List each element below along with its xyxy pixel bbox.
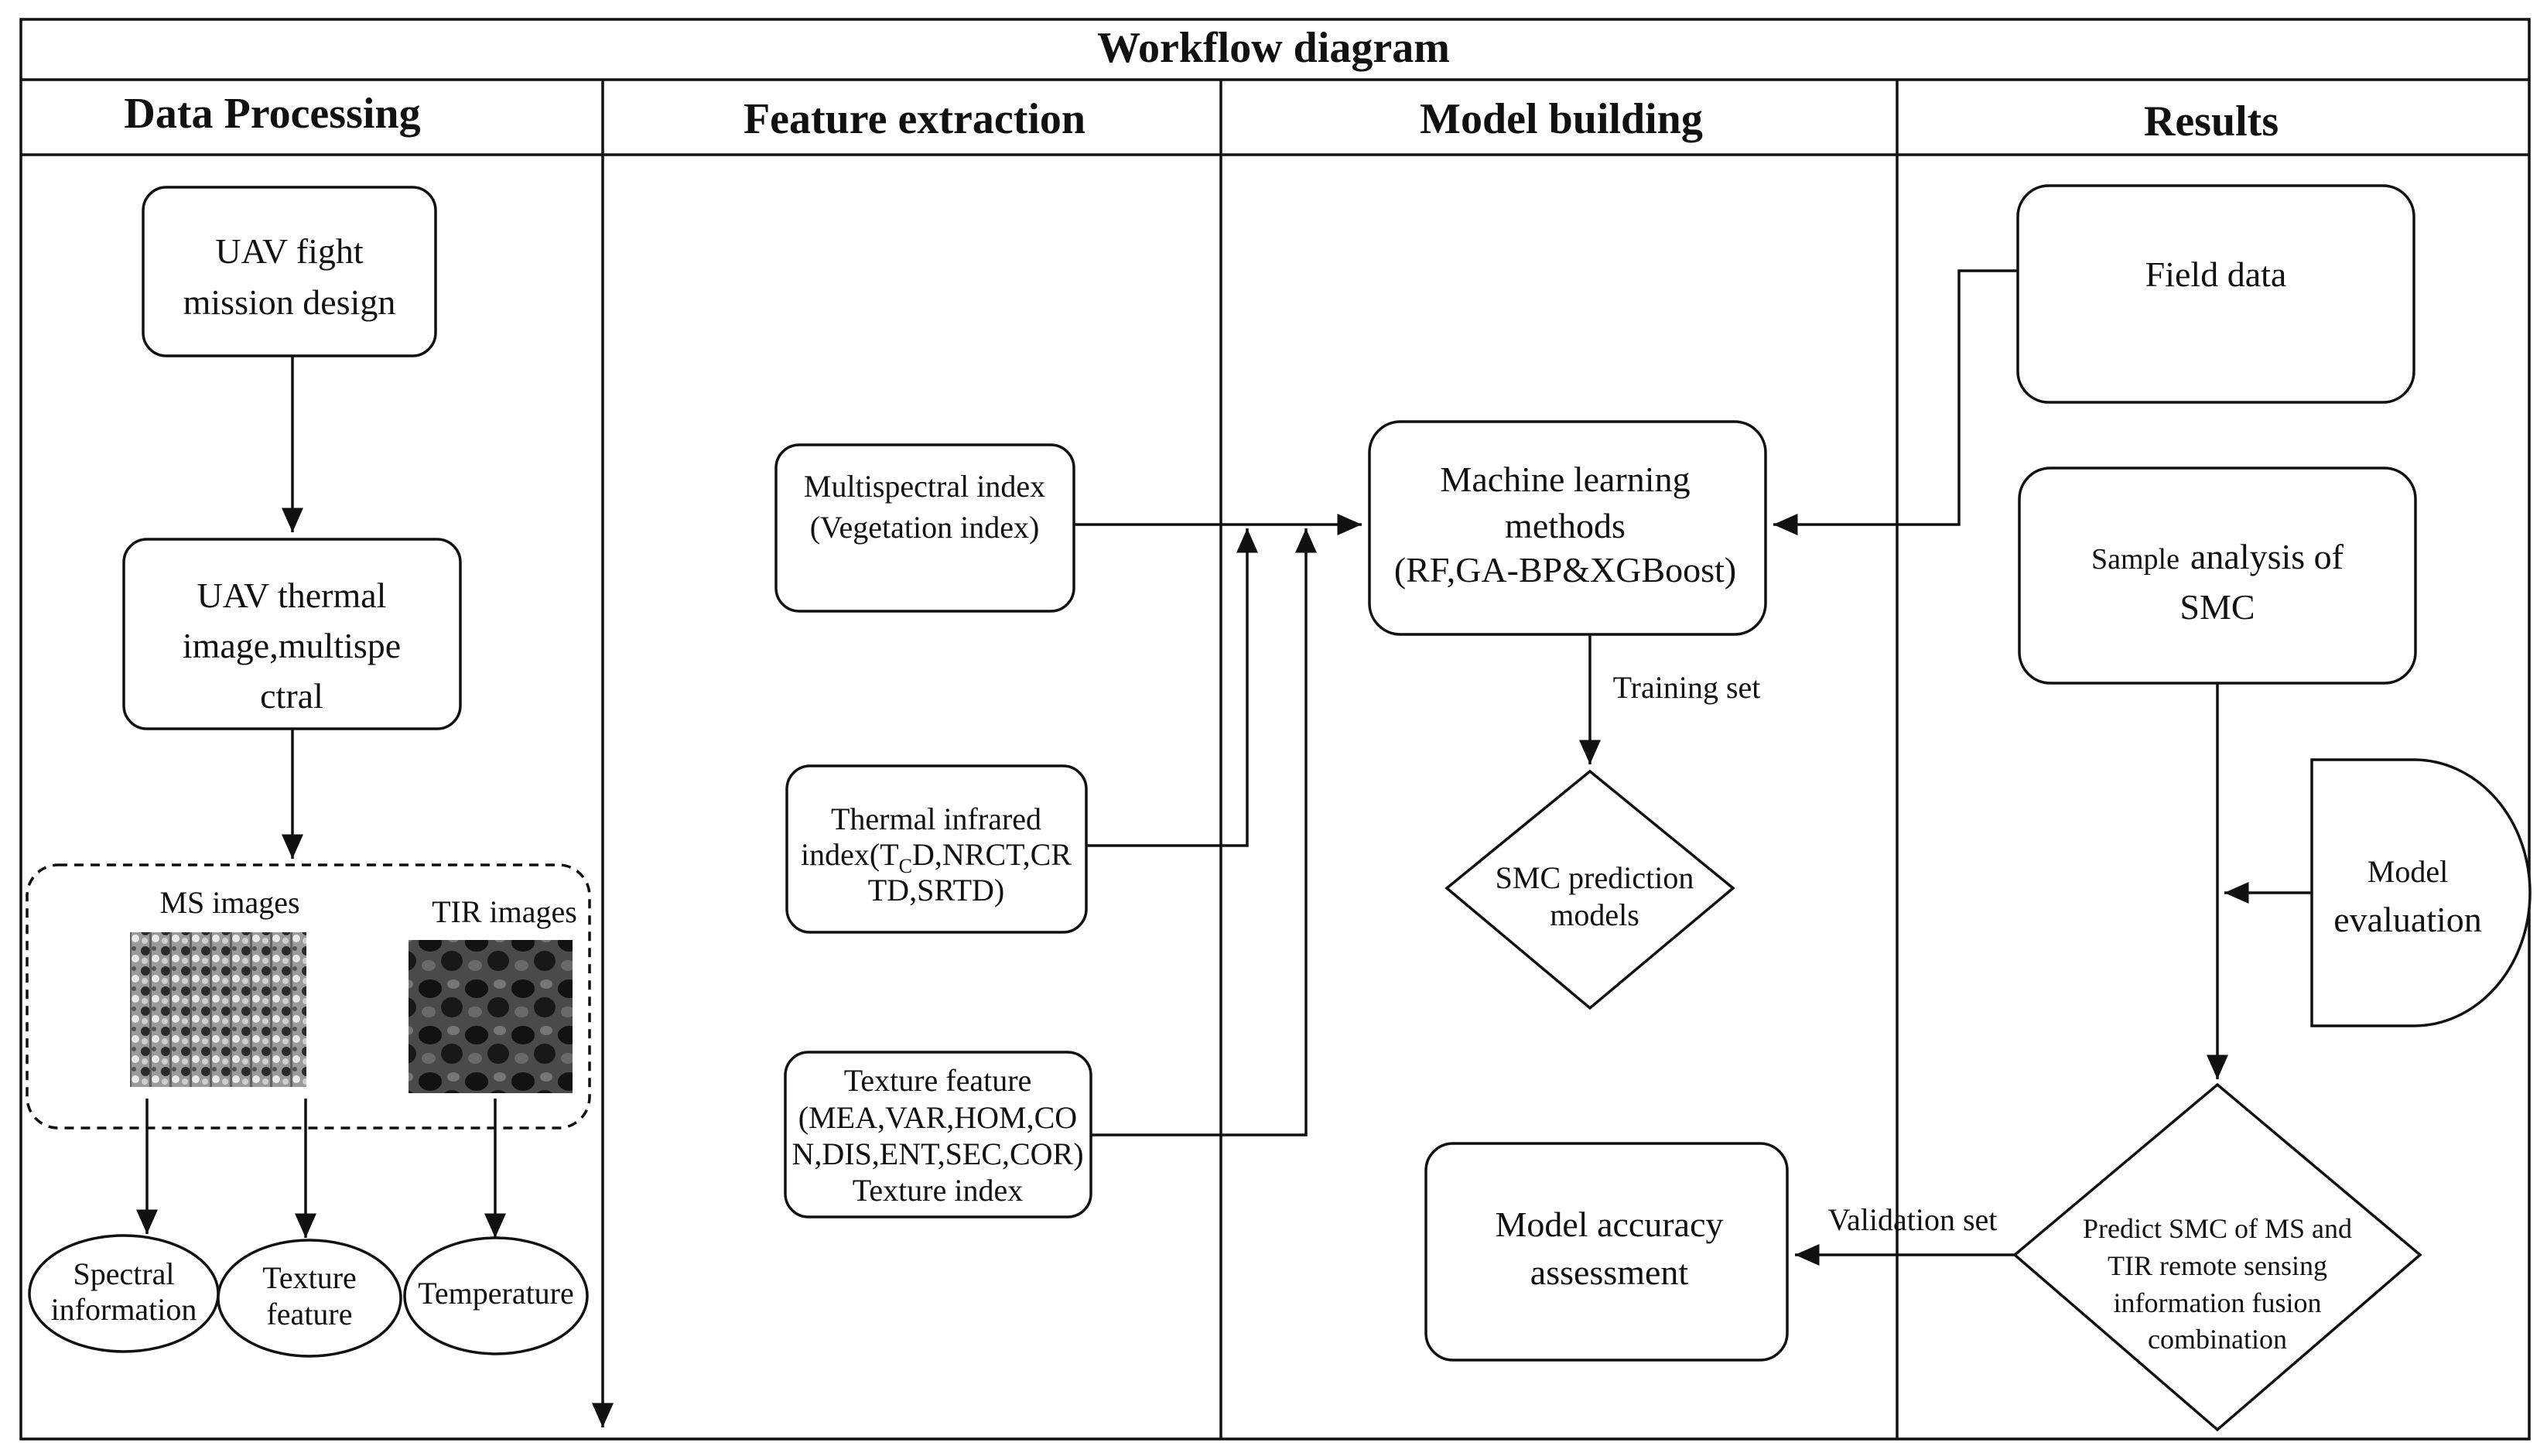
ml-methods-line1: Machine learning: [1440, 460, 1690, 499]
texture-index-line4: Texture index: [853, 1173, 1023, 1208]
predict-smc-line2: TIR remote sensing: [2108, 1250, 2327, 1281]
header-model-building: Model building: [1420, 95, 1703, 143]
predict-smc-line1: Predict SMC of MS and: [2083, 1213, 2352, 1244]
mission-design-line1: UAV fight: [215, 231, 363, 271]
field-data-label: Field data: [2145, 255, 2287, 294]
ml-methods-line3: (RF,GA-BP&XGBoost): [1394, 550, 1736, 590]
thermal-index-box: [785, 764, 1088, 934]
arrow-texture-to-ml: [1091, 528, 1317, 1136]
model-evaluation-shape: [2310, 758, 2532, 1027]
prediction-models-diamond: [1444, 769, 1735, 1010]
texture-feature-line2: feature: [266, 1297, 352, 1331]
mission-design-line2: mission design: [183, 282, 396, 322]
prediction-models-line1: SMC prediction: [1496, 860, 1694, 895]
predict-smc-line4: combination: [2148, 1324, 2287, 1355]
ms-images-label: MS images: [159, 885, 299, 920]
uav-images-line2: image,multispe: [183, 626, 401, 665]
model-evaluation-line1: Model: [2368, 854, 2448, 889]
spectral-information-line1: Spectral: [73, 1256, 174, 1291]
spectral-information-line2: information: [51, 1292, 197, 1327]
multispectral-index-line1: Multispectral index: [804, 469, 1045, 504]
sample-analysis-line1: Sample analysis of: [2091, 537, 2344, 576]
temperature-label: Temperature: [418, 1276, 574, 1311]
texture-index-line2: (MEA,VAR,HOM,CO: [798, 1100, 1077, 1135]
header-results: Results: [2144, 97, 2279, 145]
thermal-index-line2-post: D,NRCT,CR: [912, 837, 1072, 872]
texture-index-line1: Texture feature: [844, 1063, 1032, 1098]
predict-smc-diamond: [2012, 1082, 2422, 1432]
validation-set-label: Validation set: [1828, 1202, 1998, 1237]
arrow-thermal-to-ml: [1086, 528, 1258, 847]
uav-images-line3: ctral: [260, 676, 323, 716]
mission-design-box: [142, 186, 437, 357]
sample-analysis-rest: analysis of: [2190, 537, 2344, 576]
outer-frame: [19, 18, 2531, 1441]
thermal-index-line1: Thermal infrared: [831, 801, 1041, 836]
thermal-index-subscript: C: [899, 855, 912, 877]
temperature-ellipse: [403, 1236, 589, 1355]
ml-methods-box: [1368, 420, 1767, 636]
arrow-field-to-ml: [1773, 269, 2018, 535]
thermal-index-line3: TD,SRTD): [868, 873, 1004, 907]
accuracy-assessment-line1: Model accuracy: [1495, 1205, 1723, 1244]
image-group-dashed: [26, 863, 591, 1130]
tir-image-thumbnail: [409, 940, 573, 1093]
thermal-index-line2-pre: index(T: [801, 837, 899, 872]
predict-smc-line3: information fusion: [2114, 1287, 2322, 1318]
diagram-title: Workflow diagram: [1097, 24, 1450, 72]
uav-images-line1: UAV thermal: [197, 576, 387, 615]
model-evaluation-line2: evaluation: [2333, 900, 2482, 939]
thermal-index-line2: index(TCD,NRCT,CR: [801, 837, 1072, 877]
multispectral-index-line2: (Vegetation index): [810, 510, 1040, 545]
header-data-processing: Data Processing: [124, 90, 420, 138]
training-set-label: Training set: [1613, 670, 1761, 705]
sample-analysis-small: Sample: [2091, 543, 2179, 576]
texture-index-line3: N,DIS,ENT,SEC,COR): [791, 1136, 1083, 1171]
sample-analysis-line2: SMC: [2179, 587, 2255, 627]
field-data-box: [2016, 184, 2415, 404]
header-feature-extraction: Feature extraction: [744, 95, 1085, 143]
multispectral-index-box: [774, 443, 1075, 613]
texture-feature-line1: Texture: [262, 1260, 357, 1295]
ml-methods-line2: methods: [1505, 506, 1626, 545]
accuracy-assessment-box: [1424, 1142, 1789, 1362]
ms-image-thumbnail: [130, 932, 306, 1087]
tir-images-label: TIR images: [432, 894, 577, 929]
accuracy-assessment-line2: assessment: [1530, 1253, 1689, 1292]
texture-feature-ellipse: [217, 1239, 402, 1358]
prediction-models-line2: models: [1550, 897, 1639, 932]
